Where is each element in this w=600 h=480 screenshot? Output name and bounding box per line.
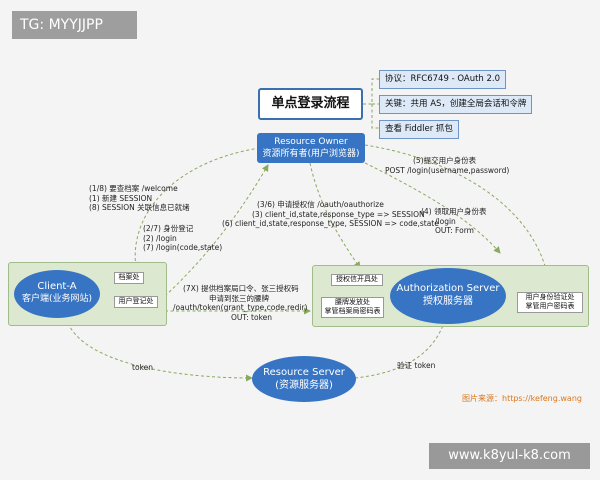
label-step-3-6-line: (6) client_id,state,response_type, SESSI…: [222, 219, 439, 228]
notes-connector: [363, 78, 379, 129]
auth-identity-desk: 用户身份验证处 掌管用户密码表: [517, 292, 583, 313]
label-step-7x-line: /oauth/token(grant_type,code,redir): [173, 303, 308, 312]
resource-owner-node: Resource Owner 资源所有者(用户浏览器): [257, 133, 365, 163]
label-step-4-line: (4) 领取用户身份表: [421, 207, 487, 216]
label-step-7x-line: 申请到张三的腰牌: [209, 293, 269, 303]
label-step-2-7-line: (2) /login: [143, 233, 177, 243]
label-step-3-6: (3/6) 申请授权信 /oauth/oauthorize (3) client…: [222, 200, 439, 229]
auth-identity-desk-line2: 掌管用户密码表: [525, 302, 575, 310]
auth-token-desk: 腰牌发放处 掌管档案局密码表: [321, 297, 384, 318]
label-step-2-7: (2/7) 身份登记 (2) /login (7) /login(code,st…: [143, 224, 222, 253]
label-step-3-6-line: (3) client_id,state,response_type => SES…: [252, 209, 425, 219]
client-subtitle: 客户端(业务网站): [21, 294, 93, 304]
resource-server-node: Resource Server (资源服务器): [252, 356, 356, 402]
label-step-3-6-line: (3/6) 申请授权信 /oauth/oauthorize: [257, 200, 384, 209]
note-key: 关键：共用 AS，创建全局会话和令牌: [379, 95, 533, 114]
resource-server-title: Resource Server: [263, 367, 345, 378]
client-title: Client-A: [37, 281, 77, 292]
label-step-1-8-line: (1) 新建 SESSION: [89, 193, 153, 203]
label-step-4-line: OUT: Form: [435, 226, 474, 235]
resource-owner-title: Resource Owner: [274, 137, 348, 147]
watermark: www.k8yul-k8.com: [429, 443, 590, 469]
label-token-right: 验证 token: [397, 361, 436, 370]
label-step-4: (4) 领取用户身份表 /login OUT: Form: [421, 207, 487, 236]
auth-server-title: Authorization Server: [396, 283, 500, 294]
arrow-token-left: [67, 322, 253, 382]
auth-token-desk-line1: 腰牌发放处: [335, 298, 370, 306]
label-step-5-line: (5)提交用户身份表: [413, 156, 477, 165]
auth-token-desk-line2: 掌管档案局密码表: [324, 307, 381, 315]
client-archive-desk: 档案处: [114, 272, 144, 284]
client-register-desk: 用户登记处: [114, 296, 158, 308]
label-token-left: token: [132, 363, 153, 372]
top-tag: TG: MYYJJPP: [12, 11, 137, 39]
resource-server-subtitle: (资源服务器): [275, 380, 333, 391]
label-step-1-8-line: (8) SESSION 关联信息已就绪: [89, 203, 190, 212]
label-step-7x-line: (7X) 提供档案局口令、张三授权码: [183, 284, 299, 293]
note-fiddler: 查看 Fiddler 抓包: [379, 120, 459, 139]
label-step-7x: (7X) 提供档案局口令、张三授权码 申请到张三的腰牌 /oauth/token…: [173, 284, 307, 322]
label-step-1-8: (1/8) 要查档案 /welcome (1) 新建 SESSION (8) S…: [89, 184, 190, 213]
auth-server-node: Authorization Server 授权服务器: [390, 268, 506, 324]
label-step-1-8-line: (1/8) 要查档案 /welcome: [89, 184, 178, 193]
label-step-5: (5)提交用户身份表 POST /login(username,password…: [385, 156, 509, 175]
label-step-2-7-line: (2/7) 身份登记: [143, 224, 194, 233]
label-step-4-line: /login: [435, 216, 456, 226]
label-step-5-line: POST /login(username,password): [385, 165, 510, 175]
auth-identity-desk-line1: 用户身份验证处: [525, 293, 575, 301]
resource-owner-subtitle: 资源所有者(用户浏览器): [262, 149, 360, 159]
label-step-2-7-line: (7) /login(code,state): [143, 243, 223, 252]
label-step-7x-line: OUT: token: [231, 312, 273, 322]
image-source: 图片来源：https://kefeng.wang: [462, 394, 582, 403]
page-title: 单点登录流程: [258, 88, 363, 120]
client-node: Client-A 客户端(业务网站): [14, 270, 100, 318]
auth-server-subtitle: 授权服务器: [423, 296, 473, 307]
note-protocol: 协议：RFC6749 - OAuth 2.0: [379, 70, 507, 89]
auth-letter-desk: 授权信开具处: [331, 274, 383, 286]
